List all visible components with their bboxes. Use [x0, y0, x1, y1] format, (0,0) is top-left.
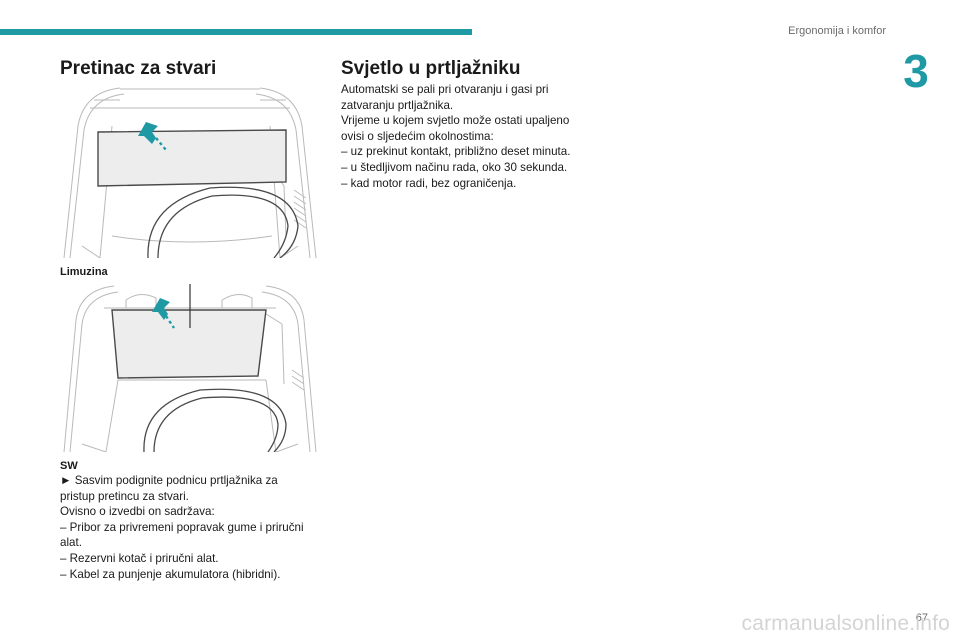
section-title-boot-light: Svjetlo u prtljažniku: [341, 58, 521, 79]
page-number: 67: [915, 612, 928, 624]
boot-light-line-2: zatvaranju prtljažnika.: [341, 98, 454, 112]
contents-item-1: – Pribor za privremeni popravak gume i p…: [60, 520, 304, 534]
boot-light-text-block: Automatski se pali pri otvaranju i gasi …: [341, 82, 601, 191]
boot-light-item-2: – u štedljivom načinu rada, oko 30 sekun…: [341, 160, 568, 174]
figure-caption-sedan: Limuzina: [60, 266, 108, 278]
boot-light-item-1: – uz prekinut kontakt, približno deset m…: [341, 145, 571, 159]
figure-wagon-boot: [60, 284, 320, 453]
figure-sedan-boot: [60, 86, 320, 259]
section-title-storage: Pretinac za stvari: [60, 58, 217, 79]
figure-caption-wagon: SW: [60, 460, 78, 472]
boot-floor-panel-wagon: [111, 309, 267, 379]
boot-light-line-1: Automatski se pali pri otvaranju i gasi …: [341, 83, 549, 96]
wagon-boot-illustration: [63, 284, 317, 453]
chapter-title: Ergonomija i komfor: [788, 25, 886, 37]
chapter-accent-bar: [0, 29, 472, 35]
contents-item-3: – Kabel za punjenje akumulatora (hibridn…: [60, 567, 281, 581]
boot-light-line-4: ovisi o sljedećim okolnostima:: [341, 129, 494, 143]
contents-intro-line: Ovisno o izvedbi on sadržava:: [60, 505, 215, 519]
sedan-boot-illustration: [63, 87, 317, 259]
contents-item-2: – Rezervni kotač i priručni alat.: [60, 551, 219, 565]
watermark: carmanualsonline.info: [741, 612, 950, 635]
boot-floor-panel: [97, 129, 287, 187]
chapter-number: 3: [903, 45, 929, 97]
instruction-line-1: ► Sasvim podignite podnicu prtljažnika z…: [60, 474, 278, 487]
boot-light-line-3: Vrijeme u kojem svjetlo može ostati upal…: [341, 114, 570, 128]
storage-text-block: ► Sasvim podignite podnicu prtljažnika z…: [60, 473, 332, 582]
boot-light-item-3: – kad motor radi, bez ograničenja.: [341, 176, 517, 190]
contents-item-1-cont: alat.: [60, 536, 82, 550]
instruction-line-2: pristup pretincu za stvari.: [60, 489, 189, 503]
